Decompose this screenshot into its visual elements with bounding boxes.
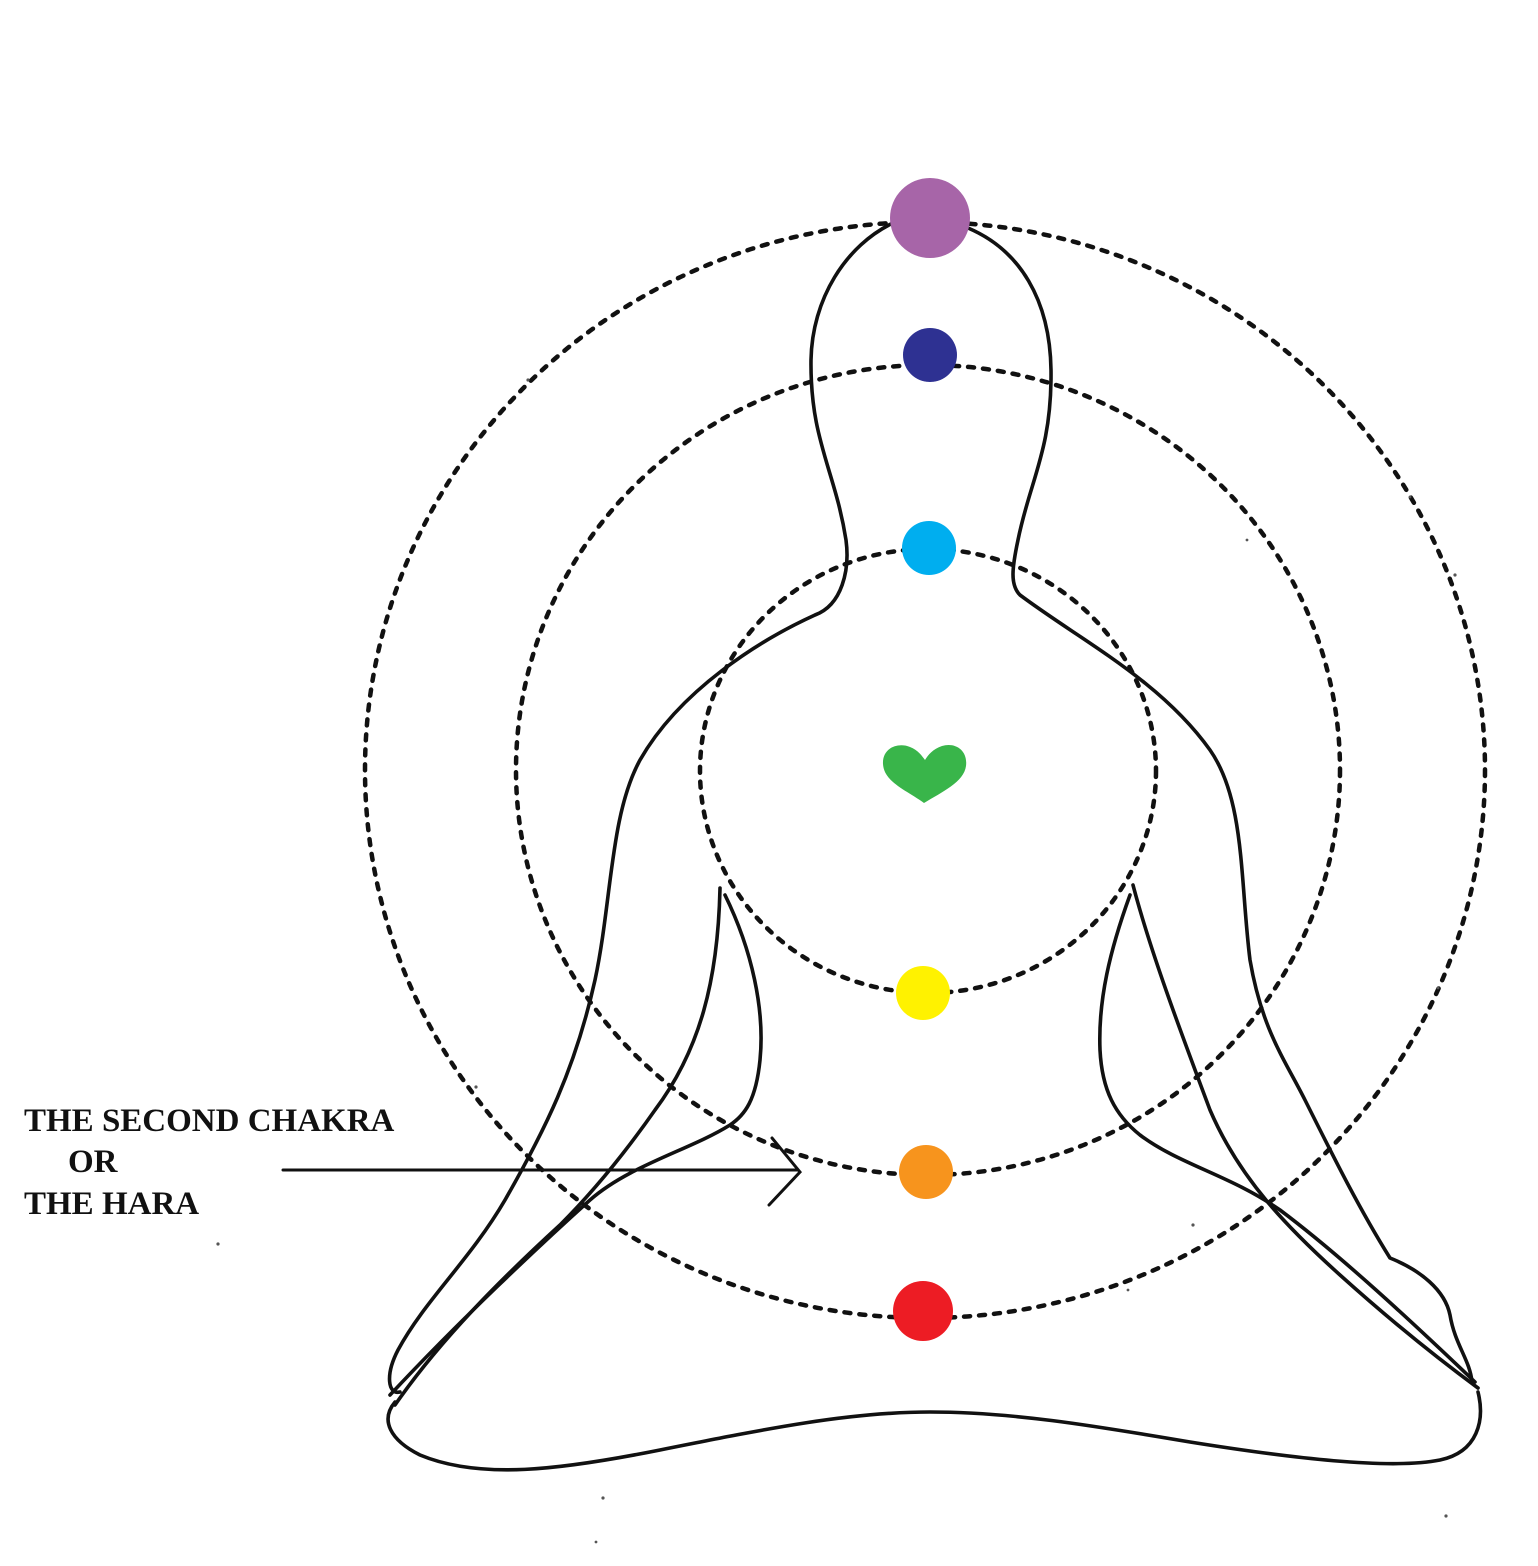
speck: [1436, 986, 1440, 990]
annotation-label: THE SECOND CHAKRA OR THE HARA: [24, 1103, 395, 1222]
chakra-third-eye-marker: [903, 328, 957, 382]
figure-right-forearm: [1097, 893, 1477, 1384]
figure-right-arm: [1131, 883, 1480, 1390]
speck: [1408, 495, 1412, 499]
annotation-arrow: [281, 1136, 802, 1207]
chakra-crown-marker: [890, 178, 970, 258]
speck: [474, 1085, 478, 1089]
speck: [526, 378, 530, 382]
chakra-sacral-marker: [899, 1145, 953, 1199]
speck: [216, 1242, 220, 1246]
annotation-line-3: THE HARA: [24, 1186, 199, 1222]
scan-specks: [216, 378, 1457, 1544]
figure-left-arm: [393, 886, 722, 1407]
chakra-markers: [882, 178, 970, 1341]
speck: [1245, 538, 1249, 542]
speck: [1191, 1223, 1195, 1227]
aura-ring-inner: [697, 546, 1159, 996]
chakra-solar-plexus-marker: [896, 966, 950, 1020]
figure-body-outline-right: [966, 226, 1474, 1384]
speck: [1444, 1514, 1448, 1518]
speck: [601, 1496, 605, 1500]
arrow-head: [767, 1136, 802, 1207]
annotation-line-1: THE SECOND CHAKRA: [24, 1103, 395, 1139]
chakra-throat-marker: [902, 521, 956, 575]
speck: [1453, 573, 1457, 577]
speck: [1126, 1288, 1130, 1292]
chakra-root-marker: [893, 1281, 953, 1341]
meditating-figure: [386, 220, 1483, 1472]
chakra-heart-icon: [882, 744, 967, 803]
figure-left-forearm: [388, 893, 763, 1397]
figure-body-outline: [387, 220, 897, 1394]
annotation-line-2: OR: [68, 1144, 119, 1180]
speck: [594, 1540, 598, 1544]
figure-crossed-legs: [386, 1390, 1483, 1472]
